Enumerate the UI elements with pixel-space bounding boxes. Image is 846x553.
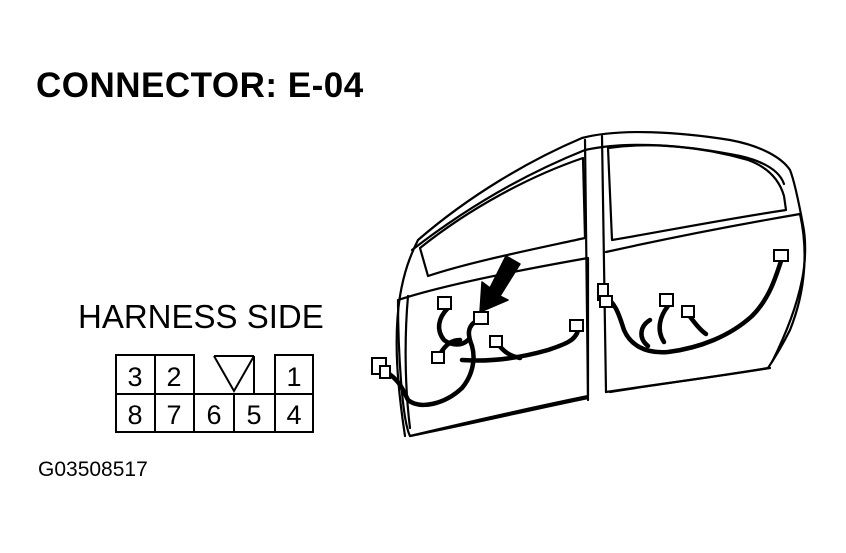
rear-door-panel	[604, 212, 806, 394]
rear-harness-main	[601, 255, 785, 355]
front-harness-main	[383, 317, 481, 408]
arrow-pointer-icon	[479, 255, 521, 313]
connector-plug-icon	[379, 365, 391, 379]
figure-id: G03508517	[38, 458, 148, 481]
pin-6: 6	[206, 400, 221, 430]
rear-window-frame	[606, 144, 788, 242]
connector-plug-icon	[489, 335, 503, 348]
front-door-sill	[408, 396, 590, 438]
pin-3: 3	[127, 362, 142, 392]
b-pillar-rear-edge	[600, 134, 608, 394]
connector-plug-icon	[659, 293, 674, 307]
rear-door-sill	[604, 366, 772, 394]
connector-plug-icon	[569, 319, 584, 332]
connector-plug-icon	[437, 296, 452, 310]
pin-2: 2	[166, 362, 181, 392]
pin-8: 8	[127, 400, 142, 430]
front-harness-branch	[459, 327, 581, 363]
front-window-frame	[418, 156, 587, 278]
connector-plug-icon	[431, 351, 445, 364]
pin-4: 4	[286, 400, 301, 430]
rear-harness-branch	[657, 303, 671, 345]
connector-bottom-block	[115, 393, 314, 433]
pin-5: 5	[246, 400, 261, 430]
connector-plug-icon	[681, 305, 695, 318]
connector-plug-icon	[773, 249, 789, 262]
harness-side-label: HARNESS SIDE	[78, 298, 324, 335]
connector-key-notch	[213, 355, 255, 394]
pin-7: 7	[166, 400, 181, 430]
connector-title: CONNECTOR: E-04	[36, 66, 364, 105]
connector-plug-icon	[599, 295, 613, 308]
front-door-inner-edge	[404, 294, 412, 430]
connector-plug-icon	[473, 311, 489, 325]
roof-inner-line	[410, 143, 786, 252]
rear-harness-loop	[639, 317, 653, 349]
pin-1: 1	[286, 362, 301, 392]
front-harness-loop	[436, 305, 471, 347]
